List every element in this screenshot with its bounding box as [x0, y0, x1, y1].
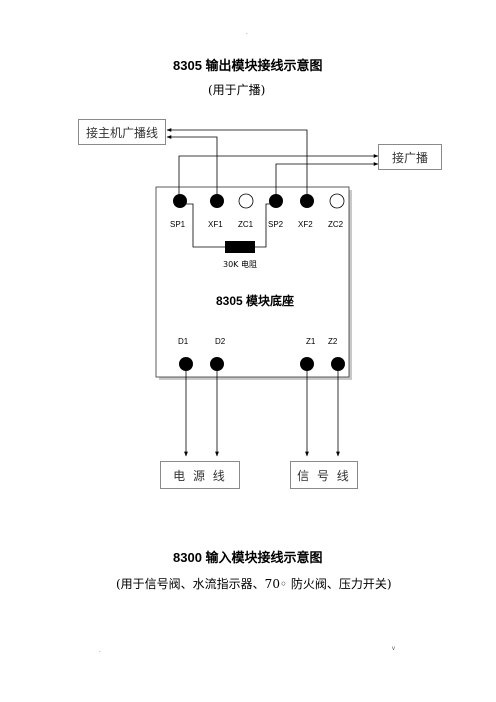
- base-rect: [155, 186, 350, 378]
- label-xf2: XF2: [298, 220, 313, 229]
- terminal-zc1: [238, 193, 254, 209]
- terminal-d2: [210, 357, 224, 371]
- diagram1-title: 8305 输出模块接线示意图: [173, 58, 323, 73]
- bottom-left-mark: .: [99, 648, 101, 654]
- label-d1: D1: [178, 337, 189, 346]
- signal-line-box: 信 号 线: [290, 461, 358, 489]
- label-d2: D2: [215, 337, 226, 346]
- wire-sp2-broadcast: [275, 162, 379, 196]
- terminal-zc2: [329, 193, 345, 209]
- terminal-sp1: [173, 194, 187, 208]
- terminal-z1: [300, 357, 314, 371]
- label-sp2: SP2: [268, 220, 284, 229]
- terminal-d1: [179, 357, 193, 371]
- resistor-label: 30K 电阻: [223, 260, 257, 269]
- bottom-right-mark: v: [392, 646, 395, 652]
- diagram2-subtitle: (用于信号阀、水流指示器、70◦ 防火阀、压力开关): [116, 577, 392, 591]
- wire-sp1-broadcast: [178, 154, 379, 196]
- terminal-sp2: [269, 194, 283, 208]
- label-z2: Z2: [328, 337, 338, 346]
- broadcast-box: 接广播: [378, 144, 442, 170]
- label-xf1: XF1: [208, 220, 223, 229]
- terminal-xf1: [210, 194, 224, 208]
- diagram2-title: 8300 输入模块接线示意图: [173, 550, 323, 565]
- base-label: 8305 模块底座: [216, 294, 295, 308]
- wire-resistor-left: [181, 203, 225, 248]
- diagram1-subtitle: (用于广播): [208, 83, 266, 97]
- wire-xf2-host: [166, 128, 308, 196]
- power-line-box: 电 源 线: [160, 461, 240, 489]
- wire-xf1-host: [166, 135, 218, 196]
- resistor: [225, 241, 255, 253]
- label-zc1: ZC1: [238, 220, 254, 229]
- label-zc2: ZC2: [328, 220, 344, 229]
- terminal-xf2: [300, 194, 314, 208]
- label-sp1: SP1: [170, 220, 186, 229]
- label-z1: Z1: [306, 337, 316, 346]
- terminal-z2: [331, 357, 345, 371]
- top-mark: .: [246, 30, 248, 36]
- host-broadcast-box: 接主机广播线: [78, 119, 166, 145]
